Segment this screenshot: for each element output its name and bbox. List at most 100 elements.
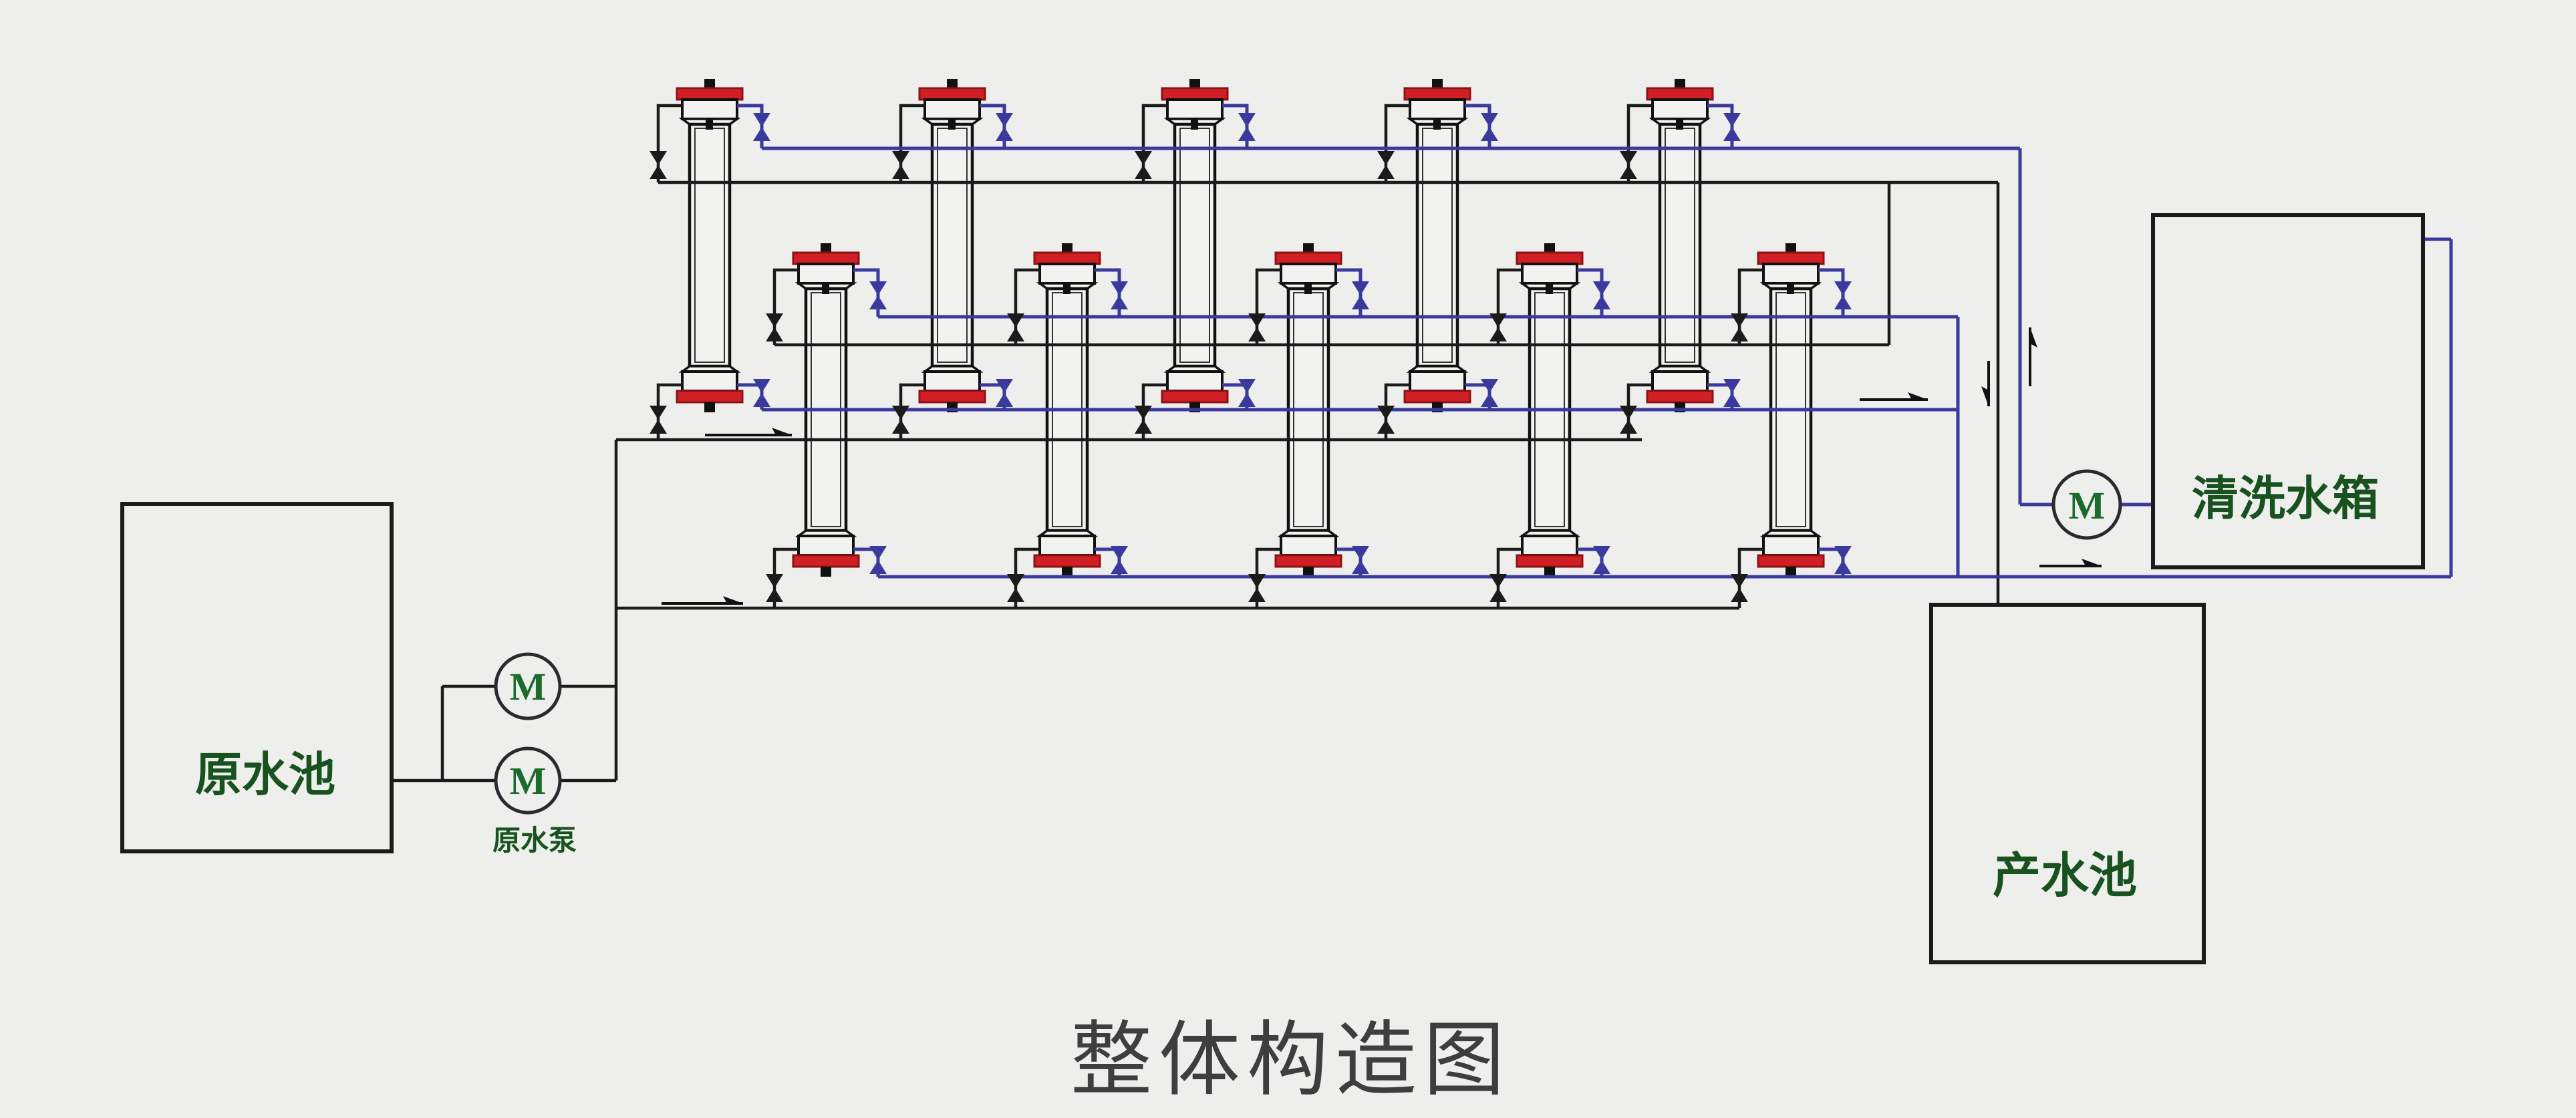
module-top-collar [1762, 263, 1820, 285]
feed-valve-icon [766, 574, 783, 602]
module-top-cap [1757, 251, 1825, 265]
module-port-dot [706, 119, 713, 130]
arrow-head [772, 428, 792, 435]
valves [650, 113, 1852, 602]
product-water-pool-box [1929, 603, 2206, 964]
membrane-module [1646, 79, 1714, 412]
module-port-dot [1546, 283, 1553, 294]
module-bottom-nub [1544, 567, 1555, 577]
module-top-permeate-pipe [1465, 104, 1491, 148]
module-bottom-nub [1062, 567, 1072, 577]
module-bottom-cap [1161, 390, 1229, 404]
module-top-collar [1166, 98, 1224, 120]
feed-valve-icon [1135, 151, 1152, 179]
module-bottom-cap [1757, 554, 1825, 568]
permeate-valve-icon [996, 113, 1013, 141]
permeate-valve-icon [1352, 546, 1369, 574]
raw-water-pool: 原水池 [120, 502, 394, 853]
module-body [1173, 122, 1217, 368]
module-top-permeate-pipe [1707, 104, 1734, 148]
module-top-permeate-pipe [1577, 268, 1604, 317]
flow-arrow-icon [1860, 392, 1928, 401]
module-bottom-cap [1403, 390, 1471, 404]
product-water-pool-label: 产水池 [1993, 849, 2137, 903]
feed-valve-icon [1248, 313, 1266, 341]
module-bottom-nub [1785, 567, 1796, 577]
feed-valve-icon [1731, 313, 1748, 341]
module-top-cap [918, 87, 986, 101]
module-top-cap [676, 87, 744, 101]
module-top-collar [1409, 98, 1466, 120]
permeate-valve-icon [1238, 113, 1256, 141]
flow-arrow-icon [705, 428, 792, 436]
module-top-collar [681, 98, 738, 120]
module-top-cap [1161, 87, 1229, 101]
module-top-collar [923, 98, 981, 120]
module-port-dot [1787, 283, 1794, 294]
module-top-permeate-pipe [980, 104, 1006, 148]
pump-motor-letter: M [510, 665, 547, 708]
permeate-valve-icon [753, 379, 770, 407]
membrane-module [676, 79, 744, 412]
arrow-head [723, 596, 743, 603]
module-top-cap [1516, 251, 1584, 265]
module-top-nub [1785, 243, 1796, 253]
permeate-valve-icon [1238, 379, 1256, 407]
module-top-nub [1675, 79, 1685, 89]
permeate-valve-icon [1593, 546, 1610, 574]
module-bottom-cap [918, 390, 986, 404]
pump-motor-letter: M [2069, 484, 2106, 527]
module-port-dot [1433, 119, 1441, 130]
arrow-head [1908, 392, 1928, 400]
arrow-head [1981, 386, 1989, 406]
module-top-nub [947, 79, 958, 89]
module-top-cap [1646, 87, 1714, 101]
flow-arrows [662, 327, 2102, 605]
module-top-cap [1274, 251, 1342, 265]
module-bottom-collar [1166, 370, 1224, 392]
module-top-cap [1403, 87, 1471, 101]
module-port-dot [1191, 119, 1198, 130]
diagram-title: 整体构造图 [1070, 1016, 1512, 1106]
flow-arrow-icon [2029, 327, 2037, 386]
module-bottom-collar [681, 370, 738, 392]
module-bottom-cap [1516, 554, 1584, 568]
module-bottom-collar [797, 535, 855, 557]
module-port-dot [1304, 283, 1312, 294]
raw-water-pump-label: 原水泵 [492, 825, 577, 857]
wash-water-tank-label: 清洗水箱 [2192, 473, 2379, 525]
module-top-permeate-pipe [1336, 268, 1363, 317]
module-bottom-collar [1651, 370, 1709, 392]
pump-motor-icon [2051, 469, 2122, 540]
module-port-dot [1676, 119, 1683, 130]
module-top-permeate-pipe [1222, 104, 1249, 148]
wash-water-tank-box [2151, 213, 2425, 569]
feed-valve-icon [1135, 406, 1152, 434]
module-bottom-collar [923, 370, 981, 392]
membrane-module [918, 79, 986, 412]
feed-valve-icon [766, 313, 783, 341]
module-top-nub [704, 79, 715, 89]
module-top-permeate-pipe [1818, 268, 1845, 317]
membrane-rack [676, 79, 1825, 577]
module-top-permeate-pipe [1095, 268, 1121, 317]
module-port-dot [1063, 283, 1070, 294]
permeate-valve-icon [1481, 113, 1498, 141]
module-top-cap [1033, 251, 1101, 265]
arrow-head [2082, 559, 2102, 566]
module-top-collar [797, 263, 855, 285]
module-bottom-collar [1521, 535, 1578, 557]
flow-arrow-icon [1981, 361, 1990, 406]
feed-valve-icon [650, 406, 667, 434]
permeate-valve-icon [1481, 379, 1498, 407]
module-top-permeate-pipe [737, 104, 764, 148]
raw-water-pump-1: M [494, 652, 562, 720]
raw-water-pump-2: M [494, 746, 562, 815]
membrane-module [1403, 79, 1471, 412]
module-top-nub [1189, 79, 1200, 89]
pump-motor-icon [494, 746, 562, 815]
feed-valve-icon [1489, 574, 1507, 602]
membrane-module [1161, 79, 1229, 412]
module-top-collar [1280, 263, 1337, 285]
